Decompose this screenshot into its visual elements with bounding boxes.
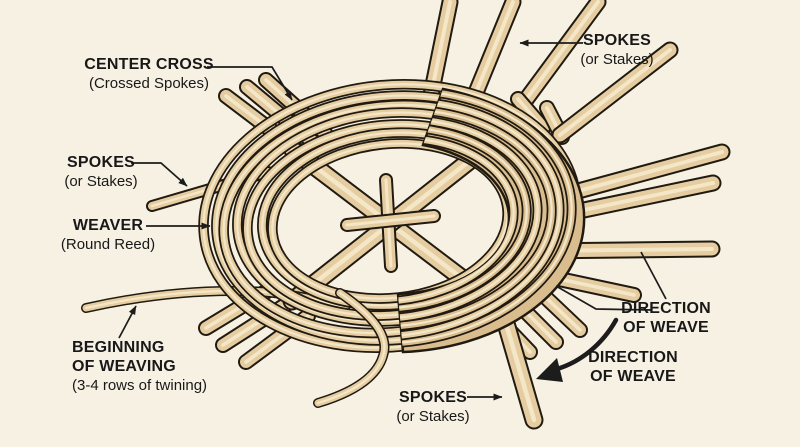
direction-of-weave-arrow xyxy=(536,317,619,382)
label-title: DIRECTION xyxy=(621,300,711,317)
label-sub: (or Stakes) xyxy=(64,173,138,190)
label-title: WEAVER xyxy=(72,217,144,234)
label-sub: (3-4 rows of twining) xyxy=(72,377,208,394)
label-title: OF WEAVE xyxy=(590,368,676,385)
label-title: SPOKES xyxy=(399,389,467,406)
label-spokes-left: SPOKES (or Stakes) xyxy=(64,153,137,191)
weaver-loose-tail xyxy=(313,288,390,408)
label-title: SPOKES xyxy=(583,32,651,49)
center-cross-leader xyxy=(207,66,293,101)
label-sub: (Round Reed) xyxy=(60,236,156,253)
packed-weave xyxy=(396,87,586,354)
label-sub: (or Stakes) xyxy=(396,408,470,425)
label-spokes-bottom: SPOKES (or Stakes) xyxy=(396,388,469,426)
label-title: OF WEAVING xyxy=(72,358,176,375)
label-direction-of-weave-bottom: DIRECTION OF WEAVE xyxy=(588,348,678,386)
label-title: OF WEAVE xyxy=(623,319,709,336)
beginning-of-weaving-leader xyxy=(118,305,137,339)
label-title: SPOKES xyxy=(67,154,135,171)
label-weaver: WEAVER (Round Reed) xyxy=(61,216,155,254)
spokes-left-leader xyxy=(131,162,188,187)
label-beginning-of-weaving: BEGINNING OF WEAVING (3-4 rows of twinin… xyxy=(72,338,207,395)
label-sub: (or Stakes) xyxy=(580,51,654,68)
leader-lines xyxy=(118,39,667,401)
label-direction-of-weave-right: DIRECTION OF WEAVE xyxy=(621,299,711,337)
label-center-cross: CENTER CROSS (Crossed Spokes) xyxy=(84,55,214,93)
direction-right-leader-b xyxy=(555,285,652,311)
label-title: BEGINNING xyxy=(72,339,165,356)
label-sub: (Crossed Spokes) xyxy=(88,75,210,92)
label-spokes-top-right: SPOKES (or Stakes) xyxy=(580,31,653,69)
label-title: CENTER CROSS xyxy=(84,56,214,73)
direction-right-leader-a xyxy=(640,251,667,300)
label-title: DIRECTION xyxy=(588,349,678,366)
